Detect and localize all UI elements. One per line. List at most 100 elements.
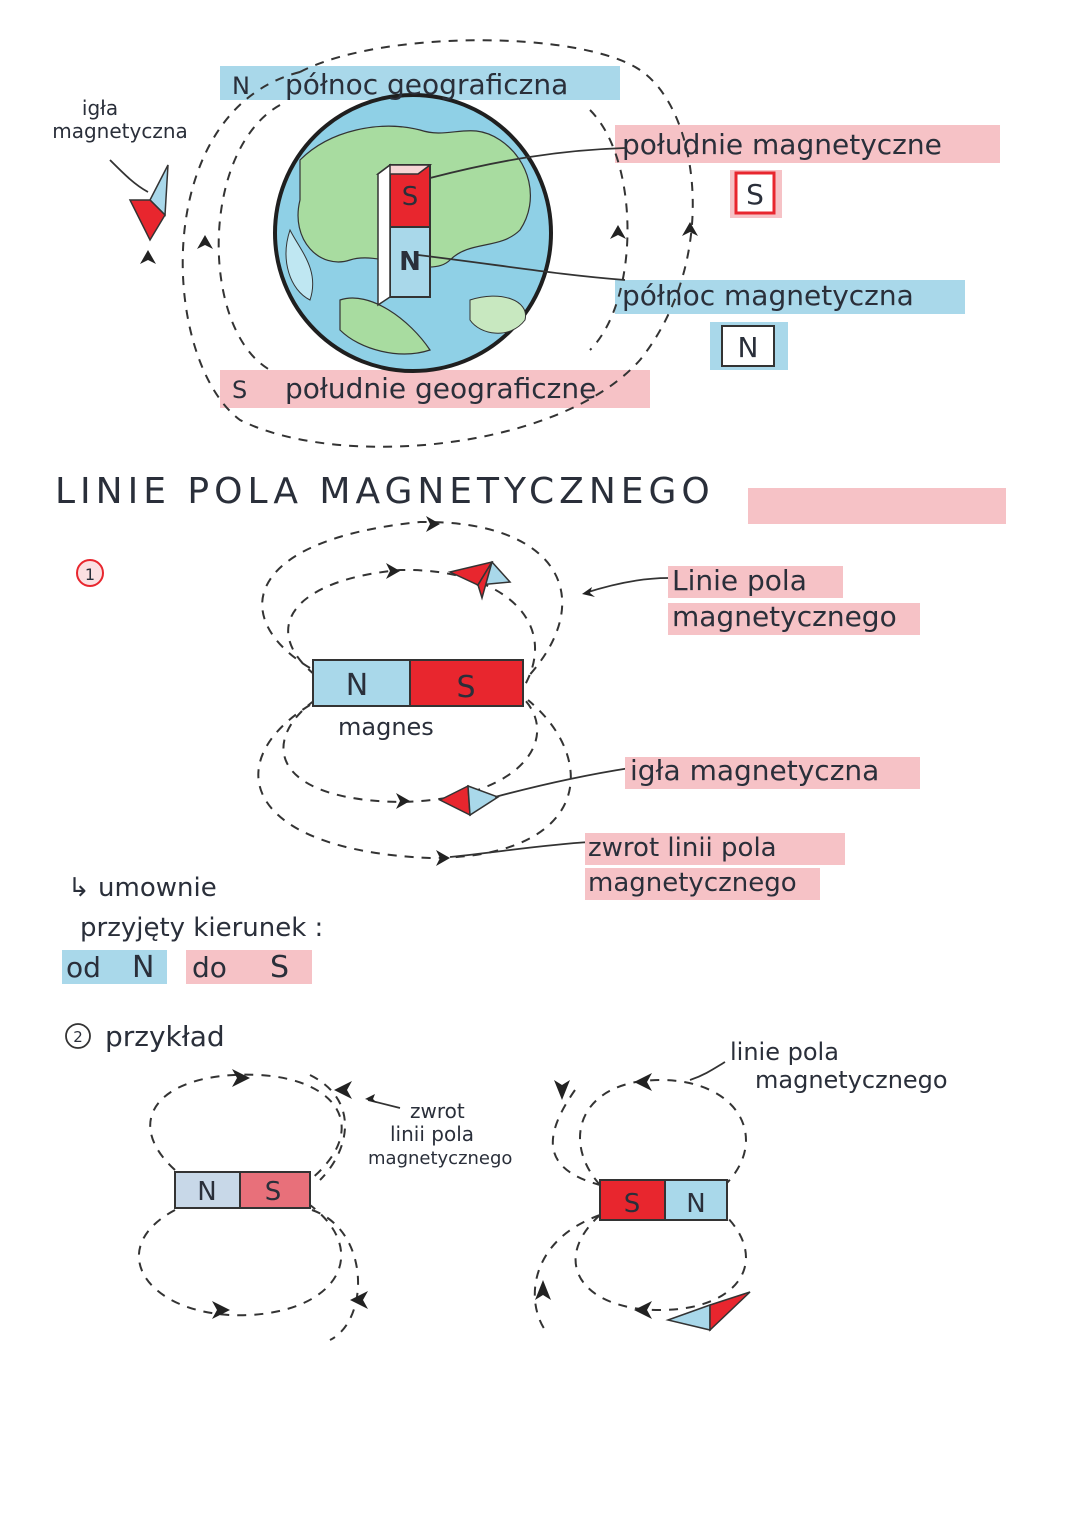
leader-mag-south — [429, 147, 626, 179]
direction-highlight-2 — [585, 868, 820, 900]
ex2-lines-label-1: linie pola — [730, 1038, 839, 1066]
ex2-left-field-line-extra — [309, 1074, 360, 1341]
leader-needle — [494, 767, 631, 798]
ex2-right-field-line-bottom — [574, 1214, 747, 1312]
earth-arrow-right-2 — [682, 222, 698, 236]
example-2-number: 2 — [73, 1028, 83, 1046]
example-1-number: 1 — [85, 565, 95, 584]
convention-line-2: przyjęty kierunek : — [80, 913, 323, 943]
convention-to-highlight — [186, 950, 312, 984]
ex2-right-field-line-top — [579, 1078, 747, 1186]
ex2-direction-label-2: linii pola — [390, 1122, 474, 1146]
example-1-number-circle — [76, 559, 104, 587]
needle-label-leader — [109, 159, 149, 193]
ex1-needle-bottom — [438, 784, 500, 817]
ex2-right-arrow-bottom-left — [535, 1280, 551, 1300]
ex2-right-arrow-top — [634, 1073, 652, 1091]
direction-label-1: zwrot linii pola — [588, 833, 777, 863]
geo-south-highlight — [220, 370, 650, 408]
convention-from: od — [66, 951, 101, 984]
leader-field-lines-arrow — [582, 587, 595, 597]
ex2-direction-label-1: zwrot — [410, 1099, 465, 1123]
ex2-left-arrow-bottom-right — [350, 1291, 368, 1309]
section-title-highlight — [748, 488, 1006, 524]
ex2-right-arrow-bottom — [634, 1301, 652, 1319]
ex2-right-needle — [665, 1291, 751, 1332]
convention-note: ↳ umownie przyjęty kierunek : od N do S — [62, 873, 323, 985]
earth-magnet-top-letter: S — [402, 182, 419, 212]
needle-arrow-up — [140, 250, 156, 264]
direction-label-2: magnetycznego — [588, 868, 797, 898]
ex2-right-field-line-left — [533, 1089, 601, 1331]
field-lines-highlight-1 — [668, 566, 843, 598]
ex2-left-field-line-bottom — [138, 1204, 343, 1317]
ex1-arrow-bottom-inner — [396, 793, 410, 809]
mag-north-highlight — [615, 280, 965, 314]
earth-arrow-right-1 — [610, 225, 626, 239]
geo-south-letter: S — [232, 376, 247, 404]
mag-south-box — [734, 171, 776, 215]
example-2-number-circle — [65, 1023, 91, 1049]
ex2-left-arrow-bottom — [212, 1301, 230, 1319]
convention-to: do — [192, 951, 227, 984]
ex2-left-magnet: N S — [174, 1171, 311, 1209]
convention-n: N — [132, 950, 154, 985]
ex1-arrow-bottom-outer — [436, 850, 450, 866]
direction-highlight-1 — [585, 833, 845, 865]
earth-section: S N igła magnetyczna N północ geograficz… — [52, 39, 1000, 448]
ex2-left-magnet-n: N — [197, 1177, 216, 1207]
geo-south-label: południe geograficzne — [285, 372, 596, 405]
mag-north-label: północ magnetyczna — [622, 279, 914, 312]
ex2-left-magnet-s: S — [265, 1177, 282, 1207]
leader-direction — [449, 841, 591, 858]
ex1-arrow-top-inner — [386, 563, 400, 579]
ex1-magnet-s: S — [456, 670, 475, 705]
ex1-field-line-inner-bottom — [282, 699, 539, 804]
ex1-field-line-inner-top — [287, 568, 537, 686]
mag-south-label: południe magnetyczne — [622, 128, 942, 161]
convention-line-1: ↳ umownie — [68, 873, 217, 903]
earth-magnet-bottom-letter: N — [399, 247, 421, 277]
mag-north-box-letter: N — [738, 331, 759, 364]
needle-highlight — [625, 757, 920, 789]
ex1-arrow-top-outer — [426, 516, 440, 532]
ex1-magnet-label: magnes — [338, 713, 434, 741]
ex2-right-arrow-top-left — [554, 1080, 570, 1100]
convention-s: S — [270, 950, 289, 985]
example-2: 2 przykład N S zwrot linii pola magnetyc… — [65, 1020, 948, 1341]
ex2-right-magnet: S N — [599, 1179, 728, 1221]
geo-north-label: północ geograficzna — [285, 68, 568, 101]
needle-label: igła magnetyczna — [630, 754, 879, 787]
earth-arrow-left — [197, 235, 213, 249]
ex1-field-line-outer-bottom — [257, 699, 572, 860]
convention-from-highlight — [62, 950, 167, 984]
leader-mag-north — [417, 254, 626, 281]
earth-field-line-inner — [217, 104, 629, 371]
ex2-direction-label-3: magnetycznego — [368, 1148, 512, 1169]
leader-field-lines — [584, 577, 669, 594]
ex2-left-arrow-top-right — [334, 1081, 352, 1099]
mag-south-highlight — [615, 125, 1000, 163]
earth-bar-magnet: S N — [375, 163, 433, 307]
ex2-direction-leader-head — [365, 1094, 377, 1103]
ex2-left-arrow-top — [232, 1069, 250, 1087]
mag-north-box — [721, 325, 775, 367]
example-2-title: przykład — [105, 1020, 225, 1053]
section-title: LINIE POLA MAGNETYCZNEGO — [55, 471, 715, 512]
ex1-field-line-outer-top — [261, 520, 564, 681]
ex2-lines-label-2: magnetycznego — [755, 1066, 948, 1094]
earth-field-line-outer — [181, 39, 694, 448]
needle-label-line-1: igła — [82, 96, 118, 120]
ex1-bar-magnet: N S — [312, 659, 524, 707]
ex2-left-field-line-top — [149, 1073, 343, 1181]
needle-label-line-2: magnetyczna — [52, 119, 188, 143]
field-lines-highlight-2 — [668, 603, 920, 635]
example-1: 1 N S magnes — [76, 516, 920, 900]
ex1-magnet-n: N — [346, 668, 368, 703]
mag-south-box-letter: S — [746, 178, 764, 211]
field-lines-label-1: Linie pola — [672, 564, 807, 597]
ex2-right-magnet-n: N — [686, 1189, 705, 1219]
ex1-needle-top — [447, 560, 512, 601]
earth-compass-needle — [109, 159, 169, 242]
